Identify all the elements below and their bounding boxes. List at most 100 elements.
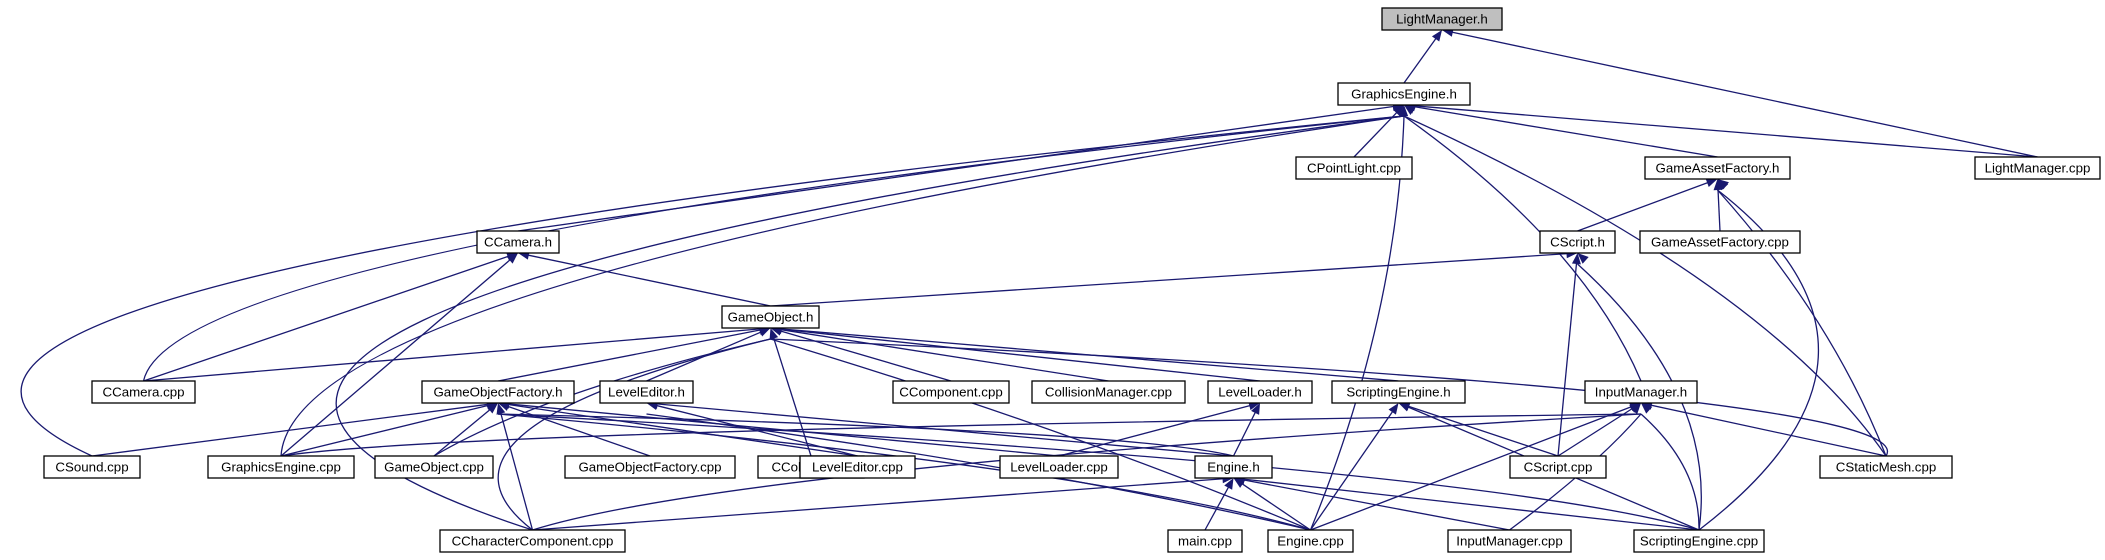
include-edge	[20, 101, 1405, 457]
node-box	[1644, 156, 1791, 180]
include-edge	[770, 326, 952, 382]
file-node[interactable]: GameObjectFactory.h	[421, 380, 575, 404]
node-label: CScript.cpp	[1524, 460, 1593, 475]
node-label: InputManager.h	[1595, 385, 1687, 400]
include-edge	[1713, 179, 1723, 232]
include-edge	[280, 398, 1642, 457]
include-edge	[1403, 105, 1887, 457]
file-node[interactable]: GraphicsEngine.cpp	[207, 455, 355, 479]
include-edge	[91, 399, 498, 457]
include-edge	[532, 474, 1234, 531]
file-node[interactable]: CPointLight.cpp	[1295, 156, 1413, 180]
node-box	[892, 380, 1010, 404]
node-box	[1633, 529, 1765, 553]
file-node[interactable]: CComponent.cpp	[892, 380, 1010, 404]
node-label: LevelLoader.cpp	[1010, 460, 1108, 475]
node-label: main.cpp	[1178, 534, 1232, 549]
file-node[interactable]: Engine.cpp	[1267, 529, 1354, 553]
node-label: CCharacterComponent.cpp	[452, 534, 614, 549]
node-label: LevelLoader.h	[1218, 385, 1302, 400]
node-box	[1031, 380, 1186, 404]
include-edge	[498, 399, 1060, 457]
include-edge	[433, 403, 498, 457]
node-label: CPointLight.cpp	[1307, 161, 1401, 176]
file-node[interactable]: CSound.cpp	[43, 455, 141, 479]
file-node[interactable]: GameObject.cpp	[374, 455, 494, 479]
include-edge	[770, 249, 1578, 307]
include-edge	[1404, 101, 2038, 158]
node-box	[476, 230, 560, 254]
file-node[interactable]: LevelEditor.cpp	[799, 455, 916, 479]
file-node[interactable]: InputManager.cpp	[1447, 529, 1572, 553]
file-node[interactable]: LevelLoader.h	[1207, 380, 1313, 404]
node-label: LevelEditor.h	[608, 385, 685, 400]
node-label: LightManager.cpp	[1985, 161, 2091, 176]
include-edge	[1403, 30, 1442, 84]
node-label: GameObjectFactory.h	[433, 385, 562, 400]
include-edge	[497, 325, 771, 382]
node-box	[1331, 380, 1466, 404]
node-box	[1207, 380, 1313, 404]
include-edge	[770, 326, 1311, 531]
node-box	[799, 455, 916, 479]
node-box	[207, 455, 355, 479]
include-edge	[496, 403, 534, 531]
node-box	[564, 455, 736, 479]
include-edge	[1442, 27, 2038, 158]
node-box	[1819, 455, 1953, 479]
node-label: CCamera.cpp	[102, 385, 184, 400]
node-label: GameAssetFactory.h	[1656, 161, 1780, 176]
node-box	[721, 305, 820, 329]
file-node[interactable]: CollisionManager.cpp	[1031, 380, 1186, 404]
include-edge	[1404, 102, 1718, 158]
file-node[interactable]: main.cpp	[1167, 529, 1243, 553]
node-box	[1381, 7, 1503, 31]
include-edge	[518, 250, 771, 307]
node-label: GameObject.h	[728, 310, 814, 325]
nodes-layer: LightManager.hGraphicsEngine.hLightManag…	[43, 7, 2101, 553]
include-edge	[1557, 253, 1581, 457]
node-label: CScript.h	[1550, 235, 1605, 250]
node-box	[599, 380, 694, 404]
node-label: LevelEditor.cpp	[812, 460, 903, 475]
node-label: ScriptingEngine.cpp	[1640, 534, 1758, 549]
include-edge	[1640, 403, 1700, 531]
node-label: GraphicsEngine.h	[1351, 87, 1457, 102]
include-edge	[497, 326, 771, 531]
file-node[interactable]: LevelEditor.h	[599, 380, 694, 404]
file-node[interactable]: CCamera.cpp	[91, 380, 196, 404]
file-node[interactable]: CStaticMesh.cpp	[1819, 455, 1953, 479]
node-label: CCamera.h	[484, 235, 552, 250]
file-node[interactable]: LevelLoader.cpp	[999, 455, 1119, 479]
node-label: CSound.cpp	[55, 460, 128, 475]
node-label: GraphicsEngine.cpp	[221, 460, 341, 475]
file-node[interactable]: ScriptingEngine.h	[1331, 380, 1466, 404]
file-node[interactable]: InputManager.h	[1584, 380, 1698, 404]
file-node[interactable]: GameObject.h	[721, 305, 820, 329]
node-label: CollisionManager.cpp	[1045, 385, 1172, 400]
include-edge	[1309, 403, 1399, 531]
node-box	[1539, 230, 1616, 254]
file-node[interactable]: CCharacterComponent.cpp	[439, 529, 626, 553]
include-edge	[1577, 178, 1718, 232]
file-node[interactable]: GameObjectFactory.cpp	[564, 455, 736, 479]
node-box	[439, 529, 626, 553]
file-node[interactable]: GameAssetFactory.h	[1644, 156, 1791, 180]
node-box	[374, 455, 494, 479]
node-label: GameObject.cpp	[384, 460, 484, 475]
file-node[interactable]: CCamera.h	[476, 230, 560, 254]
file-node[interactable]: Engine.h	[1194, 455, 1273, 479]
root-file-node[interactable]: LightManager.h	[1381, 7, 1503, 31]
node-label: CStaticMesh.cpp	[1836, 460, 1937, 475]
file-node[interactable]: CScript.h	[1539, 230, 1616, 254]
file-node[interactable]: GraphicsEngine.h	[1337, 82, 1471, 106]
file-node[interactable]: CScript.cpp	[1509, 455, 1607, 479]
include-edge	[1353, 105, 1404, 158]
node-box	[1447, 529, 1572, 553]
file-node[interactable]: GameAssetFactory.cpp	[1639, 230, 1801, 254]
file-node[interactable]: LightManager.cpp	[1974, 156, 2101, 180]
include-edge	[770, 324, 1399, 382]
file-node[interactable]: ScriptingEngine.cpp	[1633, 529, 1765, 553]
include-edge	[143, 252, 518, 382]
include-edge	[1058, 401, 1260, 457]
